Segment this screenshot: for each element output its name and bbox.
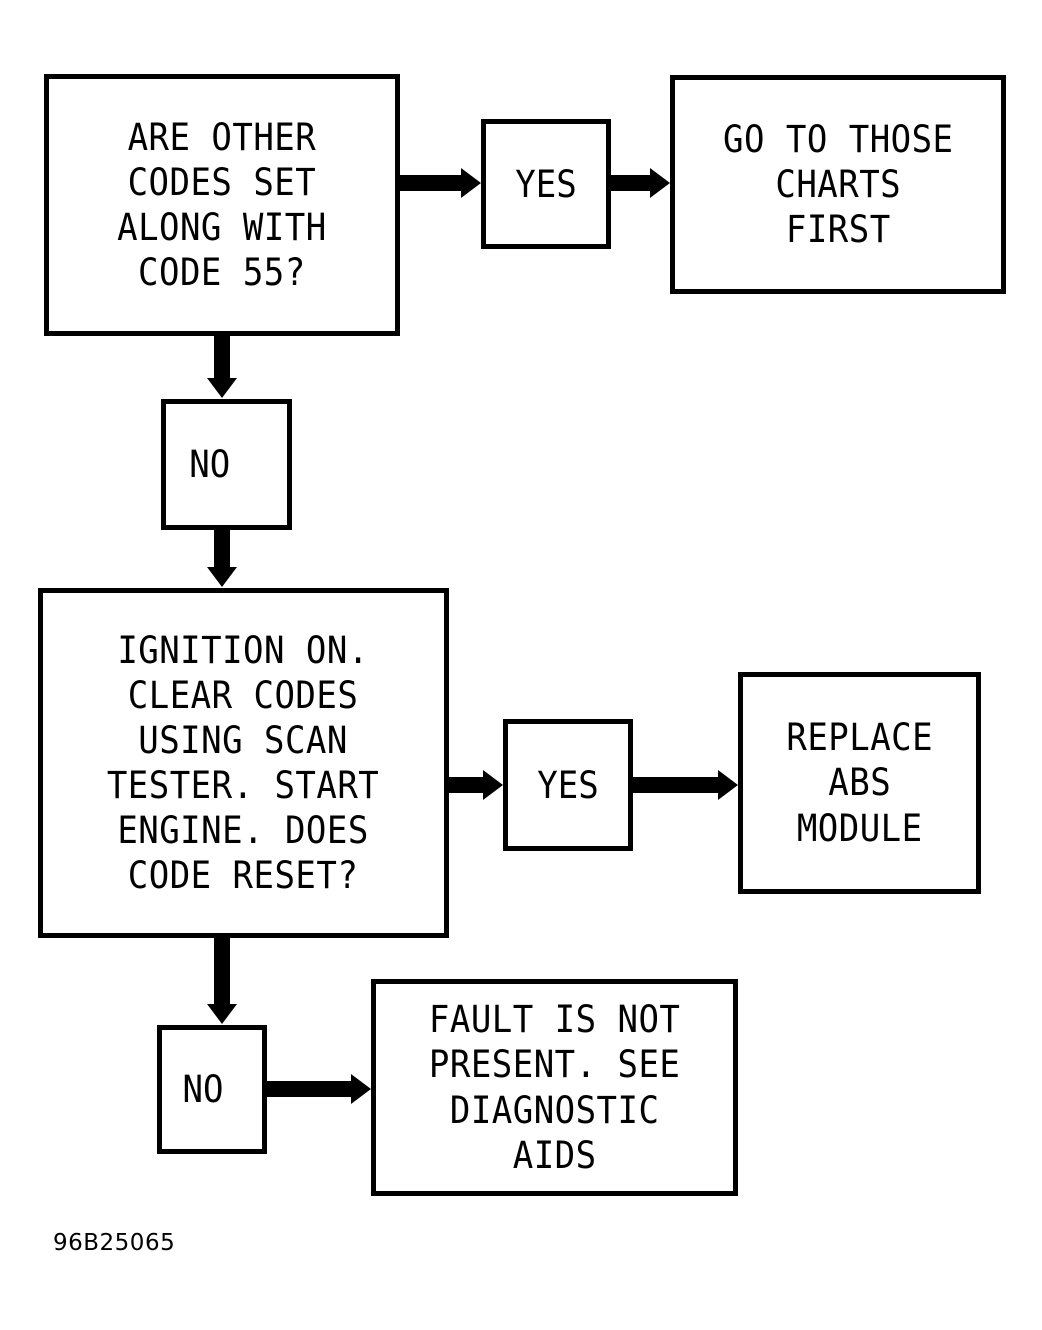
branch-label-no-top-text: NO	[189, 443, 231, 486]
node-question-code-reset[interactable]: IGNITION ON. CLEAR CODES USING SCAN TEST…	[38, 588, 449, 938]
branch-label-no-top[interactable]: NO	[161, 399, 292, 530]
branch-label-yes-bottom-text: YES	[537, 763, 599, 807]
branch-label-yes-top-text: YES	[515, 162, 577, 206]
node-go-to-those-charts-first-label: GO TO THOSE CHARTS FIRST	[722, 117, 954, 252]
arrow-down-icon-codes-to-no	[214, 336, 230, 380]
arrow-right-icon-reset-to-yes	[449, 777, 485, 793]
arrow-down-icon-reset-to-no	[214, 938, 230, 1006]
branch-label-yes-top[interactable]: YES	[481, 119, 611, 249]
arrow-down-icon-no-to-reset	[214, 530, 230, 569]
branch-label-no-bottom[interactable]: NO	[157, 1025, 267, 1154]
node-fault-is-not-present-label: FAULT IS NOT PRESENT. SEE DIAGNOSTIC AID…	[428, 998, 681, 1177]
node-fault-is-not-present[interactable]: FAULT IS NOT PRESENT. SEE DIAGNOSTIC AID…	[371, 979, 738, 1196]
node-question-other-codes[interactable]: ARE OTHER CODES SET ALONG WITH CODE 55?	[44, 74, 400, 336]
arrow-right-icon-codes-to-yes	[400, 175, 463, 191]
node-replace-abs-module[interactable]: REPLACE ABS MODULE	[738, 672, 981, 894]
figure-caption: 96B25065	[53, 1230, 176, 1256]
branch-label-no-bottom-text: NO	[182, 1068, 224, 1111]
branch-label-yes-bottom[interactable]: YES	[503, 719, 633, 851]
node-replace-abs-module-label: REPLACE ABS MODULE	[786, 716, 933, 850]
node-question-code-reset-label: IGNITION ON. CLEAR CODES USING SCAN TEST…	[107, 628, 380, 898]
node-go-to-those-charts-first[interactable]: GO TO THOSE CHARTS FIRST	[670, 75, 1006, 294]
arrow-right-icon-yes-to-charts	[611, 175, 652, 191]
node-question-other-codes-label: ARE OTHER CODES SET ALONG WITH CODE 55?	[117, 115, 327, 295]
arrow-right-icon-no-to-fault	[267, 1081, 353, 1097]
arrow-right-icon-yes-to-replace	[633, 777, 720, 793]
